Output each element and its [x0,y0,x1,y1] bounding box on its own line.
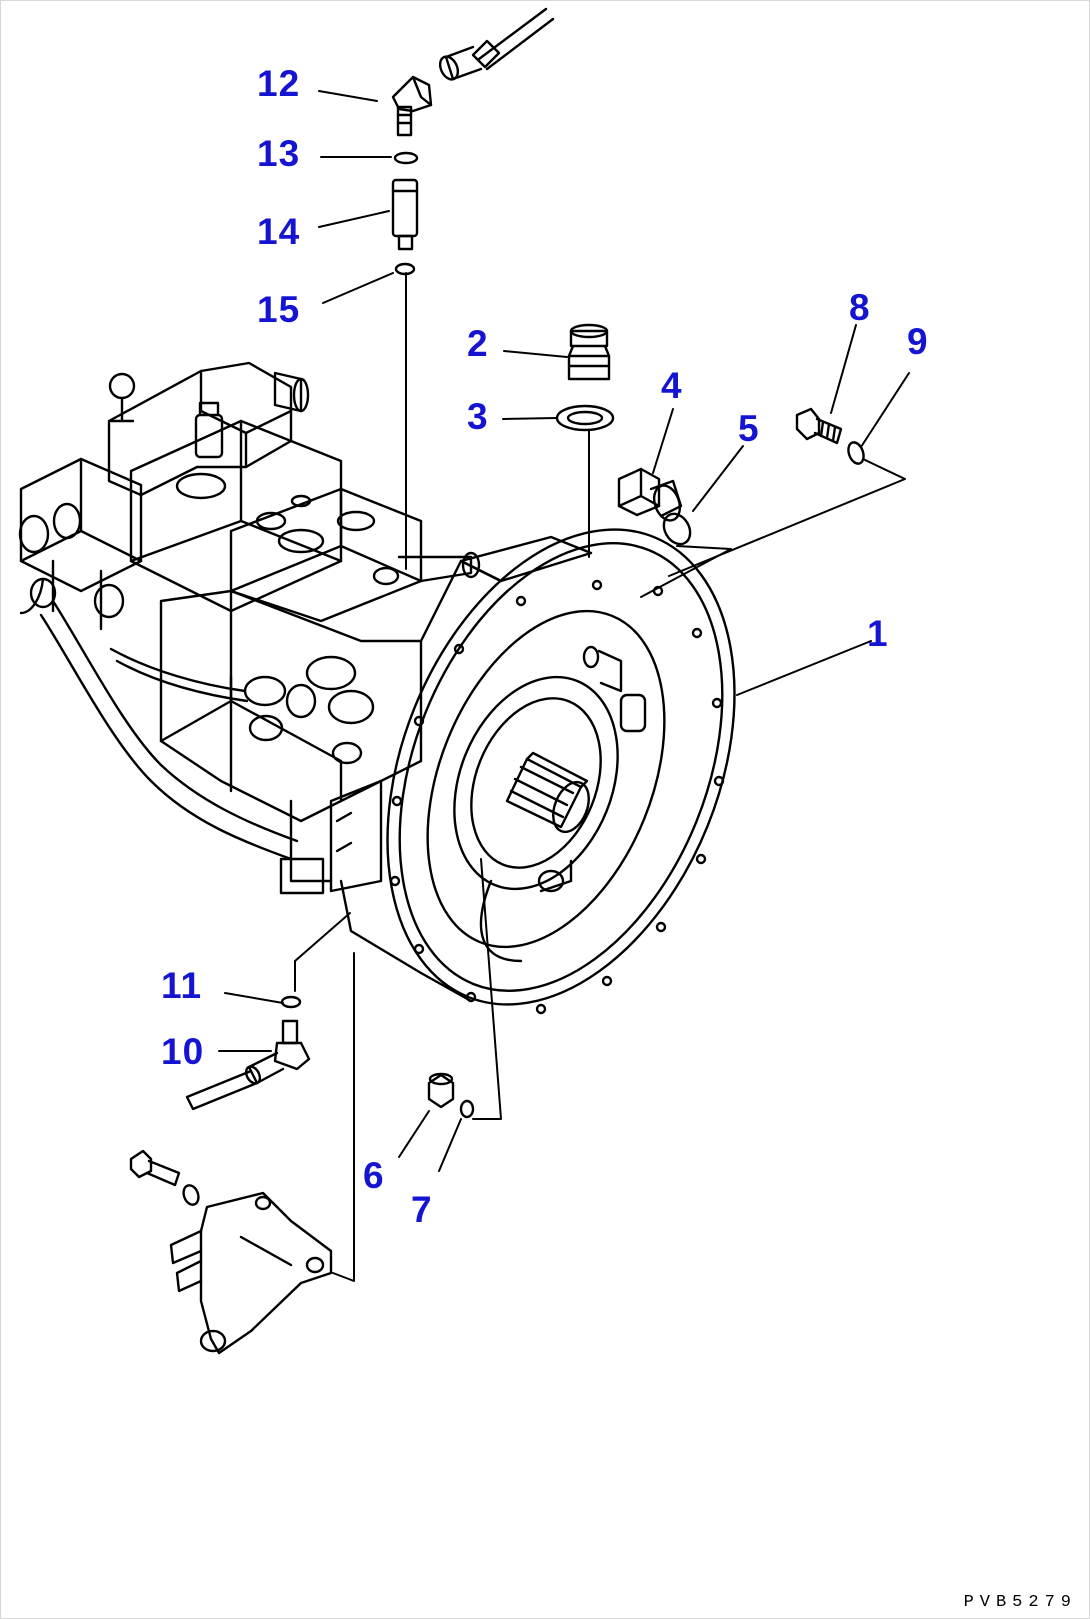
o-ring-5 [662,512,692,546]
bolt-8 [795,407,843,445]
callout-13: 13 [257,133,301,174]
callout-14: 14 [257,211,301,252]
pump-flange-1 [339,528,736,1015]
elbow-fitting-12 [391,75,433,137]
gasket-3 [555,404,615,432]
callout-6: 6 [363,1155,385,1196]
callout-3: 3 [467,396,489,437]
callout-5: 5 [738,408,760,449]
callout-8: 8 [849,287,871,328]
callout-4: 4 [661,365,683,406]
bracket-assembly [129,1149,333,1355]
plug-4 [617,467,683,522]
callout-leaders [218,90,910,1172]
o-ring-11 [280,995,302,1009]
o-ring-7 [459,1099,475,1119]
callout-15: 15 [257,289,301,330]
callout-2: 2 [467,323,489,364]
main-pump-body [18,361,481,895]
plug-6 [427,1072,455,1109]
plug-2 [567,323,611,381]
callout-1: 1 [867,613,889,654]
hose-assembly-top [438,7,555,81]
o-ring-13 [393,151,419,165]
assembly-lines [294,272,906,1282]
washer-9 [847,441,865,465]
elbow-fitting-10 [185,1019,311,1111]
o-ring-15 [394,262,416,276]
callout-11: 11 [161,965,203,1006]
connector-14 [391,178,419,251]
callout-12: 12 [257,63,301,104]
callout-7: 7 [411,1189,433,1230]
callout-10: 10 [161,1031,205,1072]
drawing-code: PVB5279 [963,1593,1077,1612]
callout-9: 9 [907,321,929,362]
